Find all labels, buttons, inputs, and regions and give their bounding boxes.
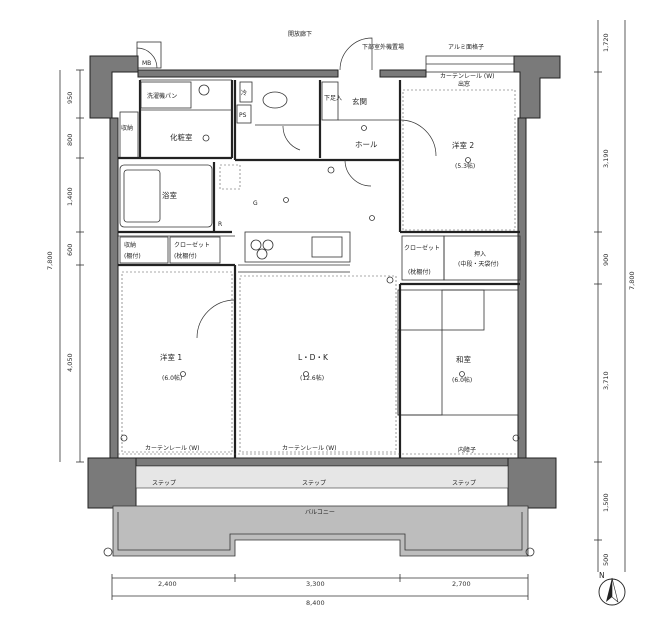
dim-right-5: 500 — [602, 554, 610, 566]
wall-corner-tr — [513, 55, 561, 119]
dim-left-0: 950 — [66, 92, 74, 104]
closet-ldk-label: クローゼット — [174, 241, 210, 249]
fridge-space — [219, 164, 241, 190]
curtain-rail-center: カーテンレール (W) — [282, 445, 337, 452]
aluminum-grid-label: アルミ面格子 — [448, 43, 484, 51]
closet-w2-label: クローゼット — [404, 244, 440, 252]
dim-right-0: 1,720 — [602, 33, 610, 52]
steps-band — [135, 465, 509, 489]
step-label-left: ステップ — [152, 480, 176, 487]
dim-right-2: 900 — [602, 254, 610, 266]
fixtures — [120, 125, 520, 442]
entrance-door-arc — [339, 37, 373, 71]
dim-left-1: 800 — [66, 134, 74, 146]
dim-left-2: 1,400 — [66, 187, 74, 206]
oshiire — [443, 235, 521, 281]
storage-ldk-label: 収納 — [124, 241, 136, 249]
dim-left-4: 4,050 — [66, 353, 74, 372]
inner-lattice-label: 内障子 — [458, 446, 476, 454]
ldk-label: L・D・K — [298, 353, 329, 362]
wall-top-left — [137, 69, 339, 78]
compass-north-label: N — [599, 571, 605, 580]
mb-label: MB — [142, 60, 151, 67]
dim-right-4: 1,500 — [602, 493, 610, 512]
western2-door — [399, 119, 437, 157]
japanese-size: (6.0帖) — [452, 376, 472, 384]
g-label: G — [253, 200, 258, 207]
dim-right-3: 3,710 — [602, 371, 610, 390]
vanity-storage-label: 収納 — [121, 124, 133, 132]
western2-size: (5.3帖) — [455, 162, 475, 170]
dimensions-left: 950 800 1,400 600 4,050 7,800 — [46, 69, 84, 463]
closet-ldk — [169, 236, 221, 264]
western2-label: 洋室 2 — [452, 140, 474, 150]
north-compass: N — [598, 571, 626, 606]
dim-bottom-1: 3,300 — [306, 580, 325, 588]
dim-bottom-2: 2,700 — [452, 580, 471, 588]
western1-label: 洋室 1 — [160, 352, 182, 362]
oshiire-label: 押入 — [474, 250, 486, 258]
dim-right-total: 7,800 — [628, 271, 636, 290]
closet-w2-note: (枕棚付) — [408, 268, 431, 276]
closet-ldk-note: (枕棚付) — [174, 252, 197, 260]
ps-box — [236, 104, 252, 124]
hall-label: ホール — [355, 140, 378, 149]
mb-box — [136, 41, 162, 69]
washer-area — [140, 81, 192, 109]
balcony-label: バルコニー — [305, 509, 335, 516]
toilet — [262, 91, 288, 109]
dimensions-bottom: 2,400 3,300 2,700 8,400 — [111, 574, 529, 607]
western1-door — [196, 299, 236, 339]
ref-label: 冷 — [241, 89, 247, 97]
oshiire-note: (中段・天袋付) — [458, 260, 499, 268]
japanese-room — [397, 289, 519, 416]
shoebox — [321, 81, 339, 121]
dim-left-3: 600 — [66, 244, 74, 256]
curtain-rail-left: カーテンレール (W) — [145, 445, 200, 452]
balcony — [112, 505, 529, 557]
storage-ldk — [119, 236, 169, 264]
step-label-center: ステップ — [302, 480, 326, 487]
shoebox-label: 下足入 — [324, 95, 342, 102]
pillar-bl — [87, 457, 137, 509]
ldk-size: (12.6帖) — [300, 374, 324, 382]
dim-left-total: 7,800 — [46, 251, 54, 270]
wall-corner-tl — [89, 55, 139, 119]
wall-bottom — [135, 457, 509, 467]
outdoor-storage-label: 下部室外機置場 — [362, 43, 404, 51]
mb-door-arc — [136, 47, 158, 69]
vanity-storage — [119, 111, 139, 159]
dim-right-1: 3,190 — [602, 149, 610, 168]
dimensions-right: 1,720 3,190 900 3,710 1,500 500 7,800 — [594, 20, 636, 572]
curtain-rail-top-label: カーテンレール (W) — [440, 73, 495, 80]
corridor-label: 開放廊下 — [288, 30, 312, 38]
r-label: R — [218, 221, 222, 228]
wall-left — [109, 117, 119, 459]
wall-top-mid — [379, 69, 427, 78]
wall-right — [517, 117, 527, 459]
kitchen-counter — [244, 231, 351, 263]
pillar-br — [507, 457, 557, 509]
step-label-right: ステップ — [452, 480, 476, 487]
dim-bottom-total: 8,400 — [306, 599, 325, 607]
entrance-label: 玄関 — [352, 96, 367, 106]
vanity-label: 化粧室 — [170, 132, 193, 142]
bath-label: 浴室 — [162, 190, 177, 200]
dim-bottom-0: 2,400 — [158, 580, 177, 588]
western1-size: (6.0帖) — [162, 374, 182, 382]
ps-label: PS — [239, 112, 247, 119]
window-note-label: 出窓 — [458, 80, 470, 88]
japanese-label: 和室 — [456, 354, 471, 364]
bathtub-area — [119, 164, 213, 228]
storage-ldk-note: (棚付) — [124, 252, 141, 260]
kitchen-sink — [311, 236, 343, 258]
washer-label: 洗濯機パン — [147, 92, 177, 100]
bathtub — [123, 169, 161, 223]
